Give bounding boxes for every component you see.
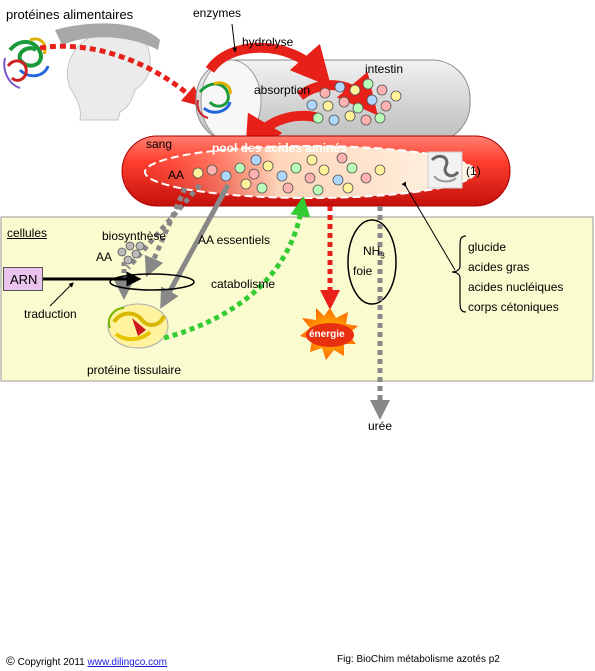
label-aa-pool: AA [168,168,185,182]
protein-molecule-icon [3,37,50,89]
pointer-to-products [401,181,456,271]
aa-cluster-icon [117,241,145,265]
arrow-catabolism [163,196,311,341]
cell-band [0,216,594,382]
arrow-enzyme-2 [296,71,378,116]
head-silhouette-icon [55,23,160,121]
label-nh3: NH3 [363,244,385,263]
label-pool: pool des acides aminés [212,141,347,155]
protein-in-intestine-icon [196,81,232,119]
arrow-ingestion [39,43,203,107]
intestine-tube [195,59,471,143]
label-proteine-tissulaire: protéine tissulaire [87,363,182,377]
tissue-protein-icon [107,303,169,349]
protein-stored-icon [427,151,463,189]
label-nh3-base: NH [363,244,381,258]
label-biosynthese: biosynthèse [102,229,167,243]
site-link[interactable]: www.dilingco.com [87,657,167,668]
label-enzymes: enzymes [193,6,242,20]
label-aa-essentiels: AA essentiels [198,233,271,247]
label-acides-nucleiques: acides nucléiques [468,280,564,294]
arrow-absorption [244,110,320,158]
label-traduction: traduction [24,307,77,321]
arn-box: ARN [3,267,43,291]
label-nh3-sub: 3 [380,251,385,261]
ribosome-icon [109,273,195,291]
label-cellules: cellules [7,226,48,240]
arrow-pool-to-protein-2 [144,186,188,278]
liver-ellipse [347,219,397,305]
footer-fig: Fig: BioChim métabolisme azotés p2 [337,654,500,665]
label-absorption: absorption [254,83,311,97]
pool-amino-acids [192,152,386,196]
label-sang: sang [146,137,173,151]
label-proteines-alimentaires: protéines alimentaires [6,7,134,22]
pointer-traduction [49,282,74,307]
label-note-1: (1) [466,164,481,178]
label-glucide: glucide [468,240,507,254]
arrow-essential-aa [160,183,231,309]
label-foie: foie [353,264,373,278]
label-aa-small: AA [96,250,113,264]
label-uree: urée [368,419,393,433]
arrow-enzyme-1 [205,42,332,88]
copyright-symbol: © [6,654,15,668]
label-hydrolyse: hydrolyse [242,35,294,49]
label-arn: ARN [10,272,38,287]
label-catabolisme: catabolisme [211,277,276,291]
products-brace [451,235,467,313]
copyright-text: Copyright 2011 [17,657,85,668]
energy-sun-icon [300,308,358,360]
footer-copyright: © Copyright 2011 www.dilingco.com [6,654,167,668]
label-energie: énergie [309,329,345,340]
intestine-amino-acids [306,78,402,126]
label-acides-gras: acides gras [468,260,530,274]
label-corps-cetoniques: corps cétoniques [468,300,559,314]
label-intestin: intestin [365,62,404,76]
pointer-enzymes [231,23,238,53]
